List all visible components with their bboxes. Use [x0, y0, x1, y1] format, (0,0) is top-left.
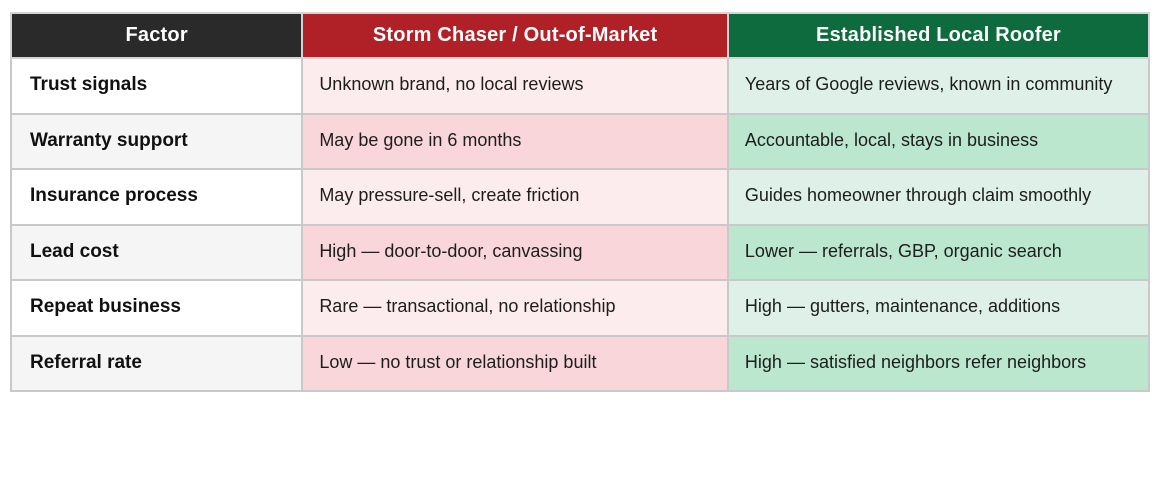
factor-cell: Lead cost	[9, 223, 304, 282]
storm-chaser-cell: May pressure-sell, create friction	[301, 168, 729, 226]
comparison-table: Factor Storm Chaser / Out-of-Market Esta…	[9, 12, 1151, 393]
column-header-storm-chaser: Storm Chaser / Out-of-Market	[301, 12, 729, 59]
local-roofer-cell: Guides homeowner through claim smoothly	[726, 168, 1151, 226]
factor-cell: Insurance process	[9, 168, 304, 226]
table-header: Factor Storm Chaser / Out-of-Market Esta…	[9, 12, 1151, 59]
table-row-repeat-business: Repeat business Rare — transactional, no…	[9, 279, 1151, 337]
table-row-referral-rate: Referral rate Low — no trust or relation…	[9, 334, 1151, 393]
header-row: Factor Storm Chaser / Out-of-Market Esta…	[9, 12, 1151, 59]
local-roofer-cell: High — satisfied neighbors refer neighbo…	[726, 334, 1151, 393]
table-row-insurance-process: Insurance process May pressure-sell, cre…	[9, 168, 1151, 226]
storm-chaser-cell: Rare — transactional, no relationship	[301, 279, 729, 337]
column-header-local-roofer: Established Local Roofer	[726, 12, 1151, 59]
table-row-lead-cost: Lead cost High — door-to-door, canvassin…	[9, 223, 1151, 282]
table-row-trust-signals: Trust signals Unknown brand, no local re…	[9, 57, 1151, 115]
storm-chaser-cell: Unknown brand, no local reviews	[301, 57, 729, 115]
storm-chaser-cell: High — door-to-door, canvassing	[301, 223, 729, 282]
table-body: Trust signals Unknown brand, no local re…	[9, 57, 1151, 393]
storm-chaser-cell: Low — no trust or relationship built	[301, 334, 729, 393]
factor-cell: Referral rate	[9, 334, 304, 393]
table-row-warranty-support: Warranty support May be gone in 6 months…	[9, 112, 1151, 171]
local-roofer-cell: Accountable, local, stays in business	[726, 112, 1151, 171]
local-roofer-cell: High — gutters, maintenance, additions	[726, 279, 1151, 337]
column-header-factor: Factor	[9, 12, 304, 59]
local-roofer-cell: Lower — referrals, GBP, organic search	[726, 223, 1151, 282]
factor-cell: Trust signals	[9, 57, 304, 115]
storm-chaser-cell: May be gone in 6 months	[301, 112, 729, 171]
local-roofer-cell: Years of Google reviews, known in commun…	[726, 57, 1151, 115]
factor-cell: Repeat business	[9, 279, 304, 337]
factor-cell: Warranty support	[9, 112, 304, 171]
